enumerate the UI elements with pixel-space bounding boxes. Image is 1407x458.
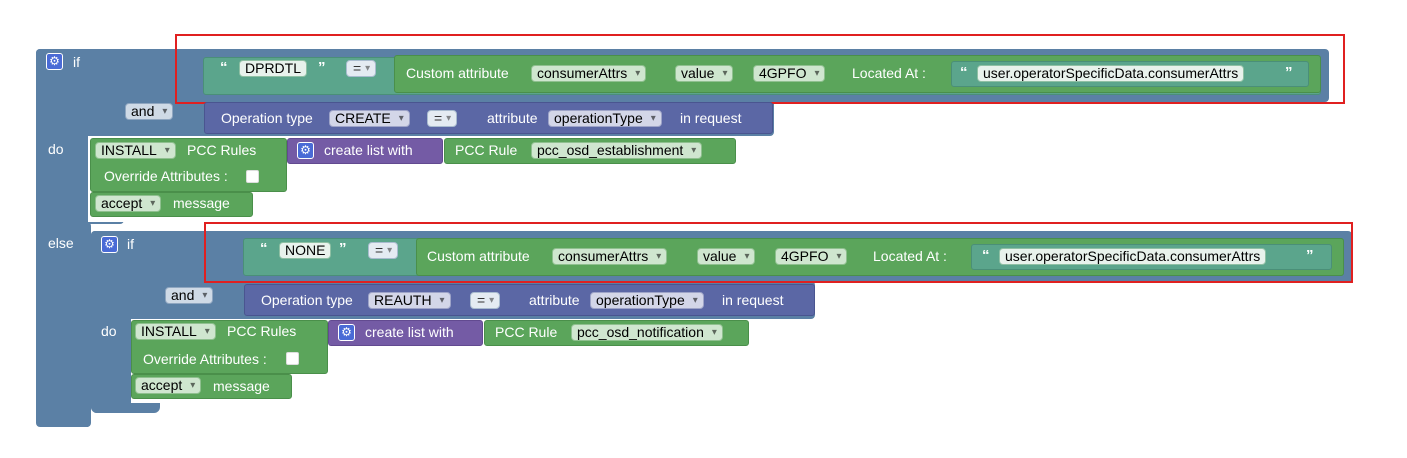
outer-do-label: do <box>48 141 64 157</box>
op-type-dropdown[interactable]: CREATE <box>329 110 410 127</box>
condition1-string-field[interactable]: DPRDTL <box>239 60 308 77</box>
accept-dropdown[interactable]: accept <box>95 195 162 212</box>
attribute-label: attribute <box>529 292 580 308</box>
create-list-label: create list with <box>365 324 454 340</box>
close-quote-icon: ” <box>339 240 347 257</box>
value-dropdown[interactable]: value <box>675 65 734 82</box>
attr-name-dropdown[interactable]: consumerAttrs <box>531 65 647 82</box>
else-condition1-string-field[interactable]: NONE <box>279 242 332 259</box>
message-label: message <box>173 195 230 211</box>
open-quote-icon: “ <box>260 240 268 257</box>
nested-if-label: if <box>127 236 134 252</box>
outer-else-bar <box>36 222 91 427</box>
in-request-label: in request <box>722 292 784 308</box>
accept-dropdown[interactable]: accept <box>135 377 202 394</box>
attr-name-dropdown[interactable]: consumerAttrs <box>552 248 668 265</box>
pcc-rule-dropdown[interactable]: pcc_osd_notification <box>571 324 723 341</box>
custom-attr-label: Custom attribute <box>427 248 530 264</box>
custom-attr-label: Custom attribute <box>406 65 509 81</box>
pcc-rule-label: PCC Rule <box>495 324 558 340</box>
nested-and-dropdown[interactable]: and <box>165 287 214 304</box>
open-quote-icon: “ <box>220 59 228 76</box>
open-quote-icon: “ <box>982 247 990 264</box>
nested-if-spine <box>91 231 131 413</box>
op-type-dropdown[interactable]: REAUTH <box>368 292 451 309</box>
outer-if-label: if <box>73 54 80 70</box>
else-condition2-equals-dropdown[interactable]: = <box>470 292 501 309</box>
value-dropdown[interactable]: value <box>697 248 756 265</box>
pcc-rules-label: PCC Rules <box>227 323 297 339</box>
attribute-label: attribute <box>487 110 538 126</box>
pcc-rule-label: PCC Rule <box>455 142 518 158</box>
create-list-gear-icon[interactable]: ⚙ <box>338 324 355 341</box>
outer-and-dropdown[interactable]: and <box>125 103 174 120</box>
attribute-dropdown[interactable]: operationType <box>590 292 704 309</box>
install-dropdown[interactable]: INSTALL <box>95 142 176 159</box>
in-request-label: in request <box>680 110 742 126</box>
outer-else-label: else <box>48 235 74 251</box>
open-quote-icon: “ <box>960 64 968 81</box>
condition2-block[interactable] <box>204 102 773 134</box>
override-checkbox-icon[interactable] <box>286 352 299 365</box>
override-checkbox-icon[interactable] <box>246 170 259 183</box>
highlight-box <box>204 222 1353 283</box>
override-attributes-label: Override Attributes : <box>104 168 228 184</box>
create-list-gear-icon[interactable]: ⚙ <box>297 142 314 159</box>
value-code-dropdown[interactable]: 4GPFO <box>753 65 826 82</box>
nested-if-gear-icon[interactable]: ⚙ <box>101 236 118 253</box>
op-type-label: Operation type <box>261 292 353 308</box>
pcc-rules-label: PCC Rules <box>187 142 257 158</box>
install-dropdown[interactable]: INSTALL <box>135 323 216 340</box>
highlight-box <box>175 34 1345 104</box>
else-condition1-equals-dropdown[interactable]: = <box>368 242 399 259</box>
condition2-equals-dropdown[interactable]: = <box>427 110 458 127</box>
located-at-label: Located At : <box>852 65 926 81</box>
override-attributes-label: Override Attributes : <box>143 351 267 367</box>
else-location-path-field[interactable]: user.operatorSpecificData.consumerAttrs <box>999 248 1267 265</box>
close-quote-icon: ” <box>1306 247 1314 264</box>
nested-do-label: do <box>101 323 117 339</box>
located-at-label: Located At : <box>873 248 947 264</box>
close-quote-icon: ” <box>1285 64 1293 81</box>
location-path-field[interactable]: user.operatorSpecificData.consumerAttrs <box>977 65 1245 82</box>
condition1-equals-dropdown[interactable]: = <box>346 60 377 77</box>
message-label: message <box>213 378 270 394</box>
pcc-rule-dropdown[interactable]: pcc_osd_establishment <box>531 142 703 159</box>
close-quote-icon: ” <box>318 59 326 76</box>
outer-if-gear-icon[interactable]: ⚙ <box>46 53 63 70</box>
else-condition2-block[interactable] <box>244 284 815 316</box>
value-code-dropdown[interactable]: 4GPFO <box>775 248 848 265</box>
attribute-dropdown[interactable]: operationType <box>548 110 662 127</box>
nested-do-end <box>91 403 160 413</box>
create-list-label: create list with <box>324 142 413 158</box>
op-type-label: Operation type <box>221 110 313 126</box>
